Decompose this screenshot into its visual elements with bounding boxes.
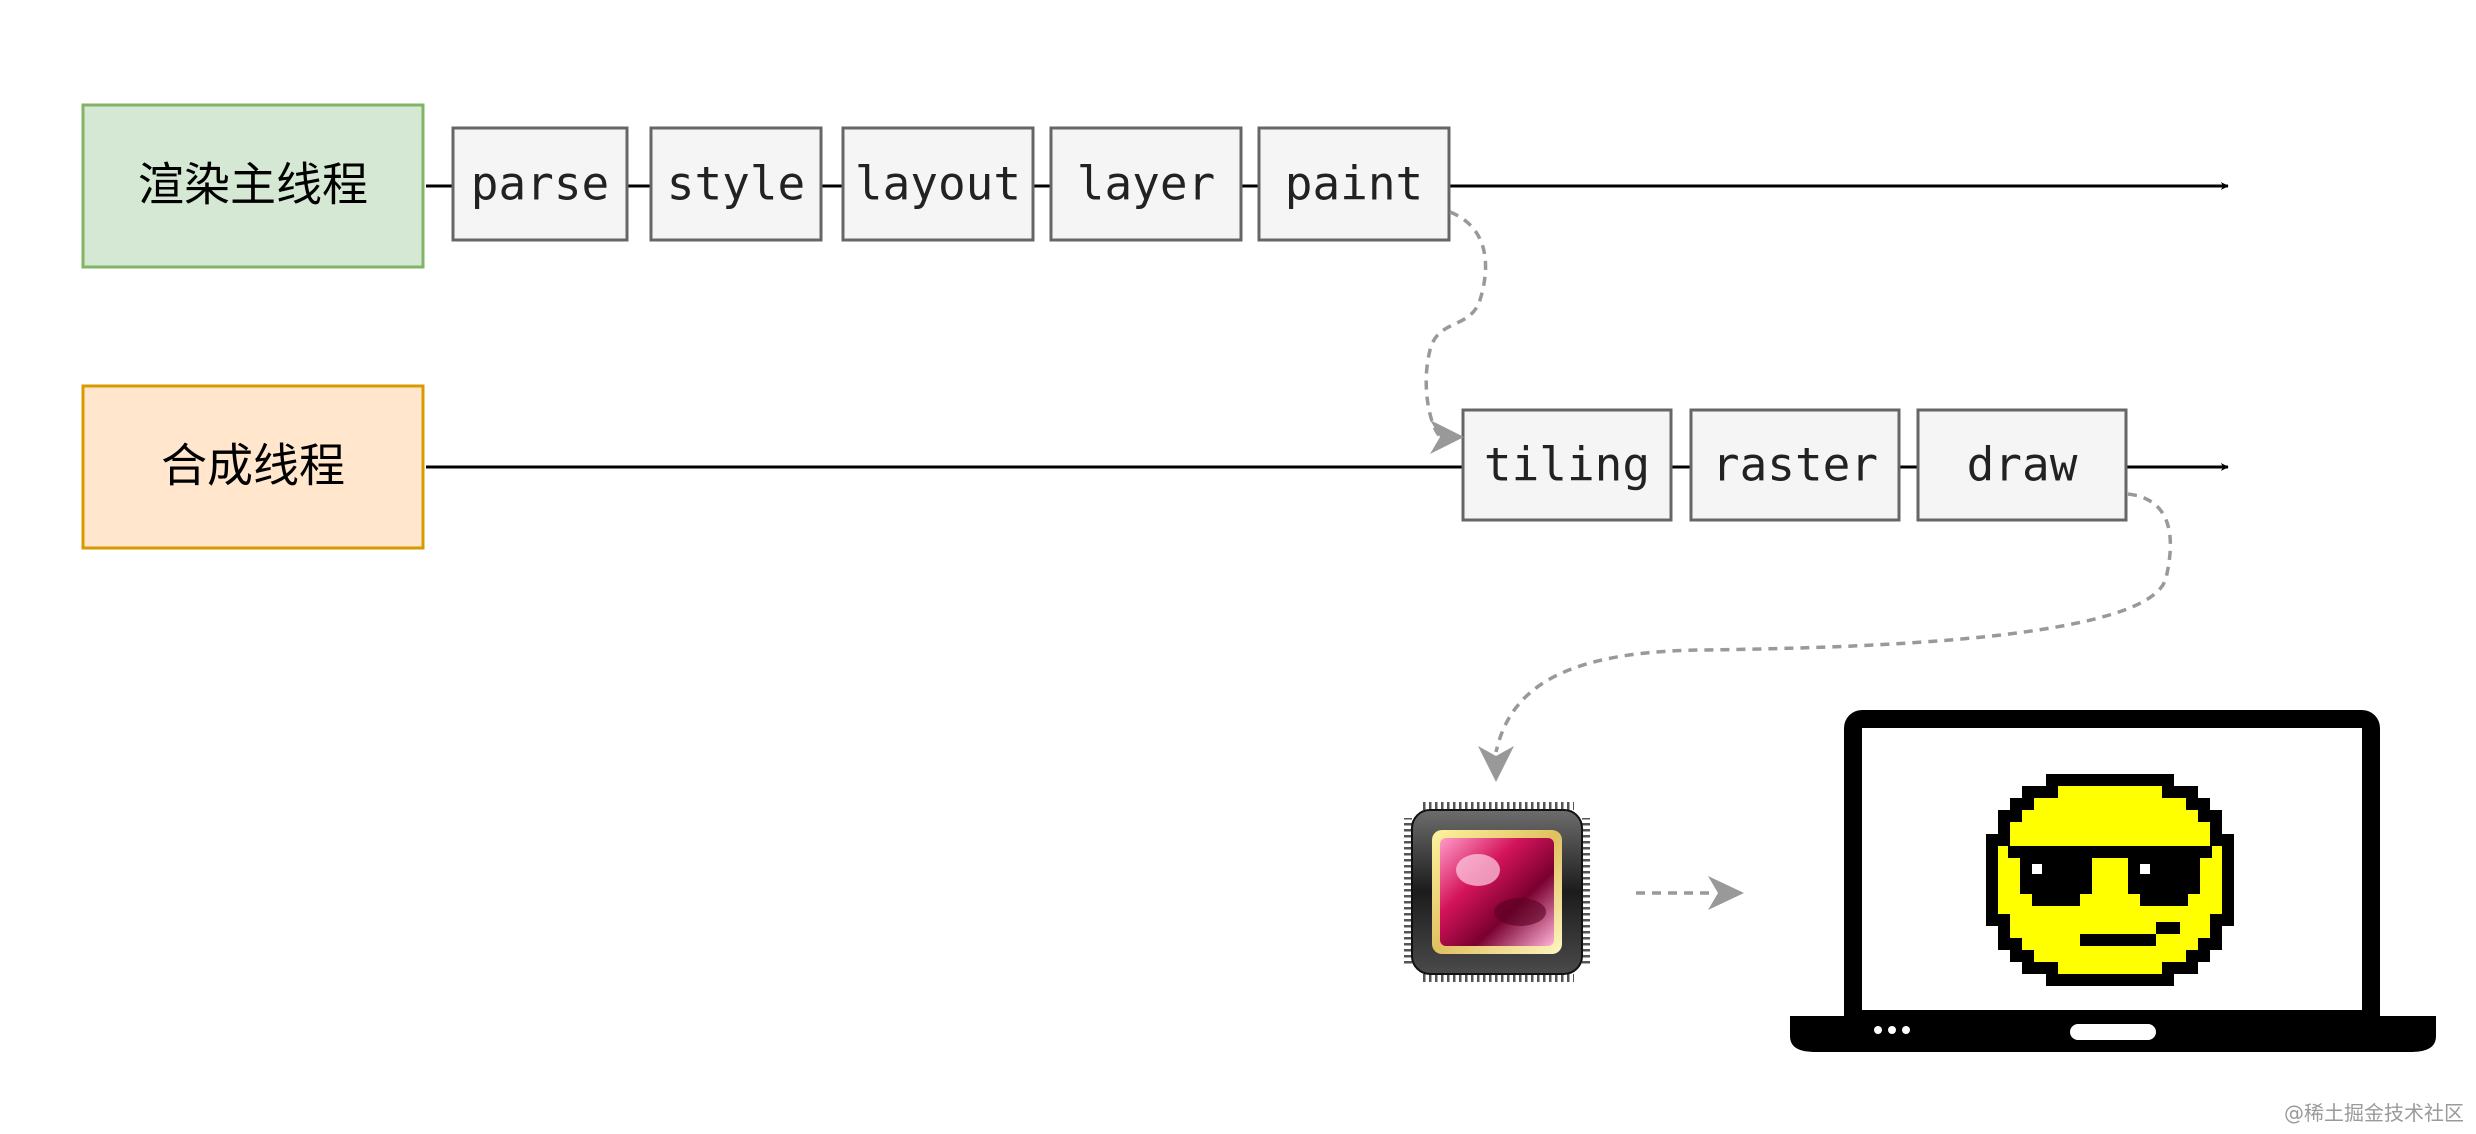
main-thread-row: 渲染主线程 parse style layout layer paint [81,103,2229,269]
step-tiling: tiling [1461,408,1673,522]
step-parse-label: parse [471,157,609,211]
compositor-thread-box: 合成线程 [81,384,425,550]
step-style-label: style [667,157,805,211]
watermark-text: @稀土掘金技术社区 [2284,1101,2464,1125]
step-parse: parse [451,126,629,242]
compositor-thread-box-bg [81,384,425,550]
main-thread-box-bg [81,103,425,269]
step-layer-label: layer [1077,157,1215,211]
step-raster: raster [1689,408,1901,522]
step-layer: layer [1049,126,1243,242]
compositor-thread-label: 合成线程 [161,439,345,493]
gpu-to-screen-connector [1636,876,1744,910]
step-tiling-label: tiling [1484,438,1650,492]
compositor-thread-row: 合成线程 tiling raster draw [81,384,2229,550]
step-draw-label: draw [1967,438,2078,492]
step-layout: layout [841,126,1035,242]
gpu-chip-icon [1404,802,1590,982]
laptop-screen-icon [1790,710,2436,1052]
step-draw: draw [1916,408,2128,522]
step-paint-label: paint [1285,157,1423,211]
main-thread-box: 渲染主线程 [81,103,425,269]
main-thread-label: 渲染主线程 [138,158,368,212]
paint-to-compositor-connector [1424,210,1488,454]
sunglasses-smiley-icon [1986,774,2234,986]
step-style: style [649,126,823,242]
step-raster-label: raster [1712,438,1878,492]
step-paint: paint [1257,126,1451,242]
step-layout-label: layout [855,157,1021,211]
draw-to-gpu-connector [1478,492,2173,782]
